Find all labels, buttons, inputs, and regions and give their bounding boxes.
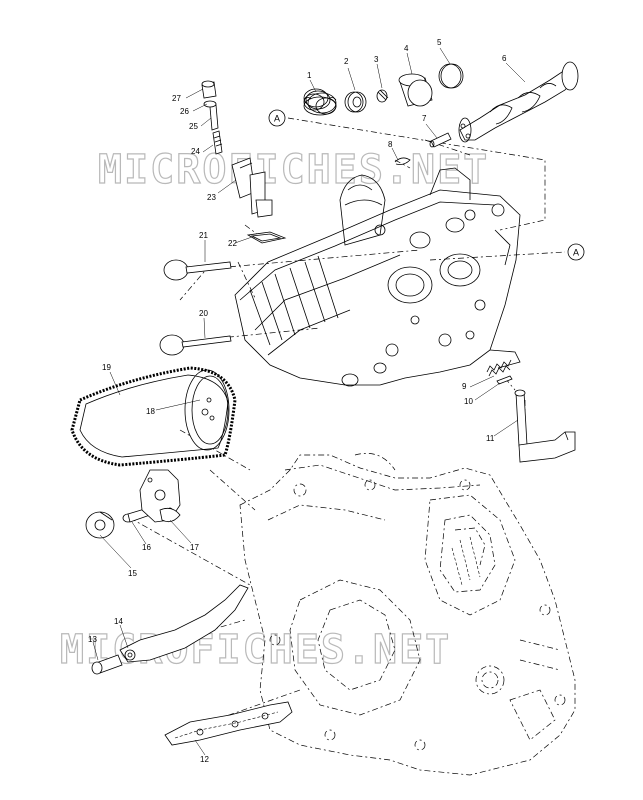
part-2-spring-retainer[interactable] bbox=[344, 91, 367, 113]
callout-21: 21 bbox=[199, 231, 208, 240]
part-26-washer[interactable] bbox=[203, 100, 217, 108]
part-1-valve-spring[interactable] bbox=[303, 88, 337, 116]
part-18-cam-sprocket[interactable] bbox=[184, 369, 230, 451]
callout-1: 1 bbox=[307, 71, 312, 80]
callout-5: 5 bbox=[437, 38, 442, 47]
part-20-valve[interactable] bbox=[159, 334, 232, 356]
cylinder-head[interactable] bbox=[234, 167, 521, 387]
part-11-lever-shaft[interactable] bbox=[514, 389, 576, 463]
part-10-pin[interactable] bbox=[496, 375, 513, 385]
crankcase[interactable] bbox=[239, 452, 576, 776]
callout-7: 7 bbox=[422, 114, 427, 123]
reference-mark-right: A bbox=[567, 243, 585, 261]
part-4-valve-lifter[interactable] bbox=[398, 73, 433, 107]
callout-18: 18 bbox=[146, 407, 155, 416]
callout-4: 4 bbox=[404, 44, 409, 53]
part-21-valve[interactable] bbox=[163, 259, 232, 281]
part-14-tensioner-guide[interactable] bbox=[119, 584, 249, 663]
part-22-gasket[interactable] bbox=[246, 231, 287, 244]
callout-3: 3 bbox=[374, 55, 379, 64]
part-12-chain-guide[interactable] bbox=[164, 701, 293, 746]
callout-13: 13 bbox=[88, 635, 97, 644]
part-17-sprocket-plate[interactable] bbox=[139, 469, 181, 523]
callout-27: 27 bbox=[172, 94, 181, 103]
part-19-timing-chain[interactable] bbox=[70, 366, 237, 467]
callout-2: 2 bbox=[344, 57, 349, 66]
part-3-valve-cotter[interactable] bbox=[376, 89, 389, 103]
leader-lines bbox=[92, 47, 526, 756]
callout-9: 9 bbox=[462, 382, 467, 391]
callout-12: 12 bbox=[200, 755, 209, 764]
part-25-rod[interactable] bbox=[209, 104, 219, 131]
callout-24: 24 bbox=[191, 147, 200, 156]
callout-20: 20 bbox=[199, 309, 208, 318]
part-7-dowel-pin[interactable] bbox=[429, 132, 452, 148]
part-5-adjusting-shim[interactable] bbox=[438, 63, 464, 89]
callout-14: 14 bbox=[114, 617, 123, 626]
callout-15: 15 bbox=[128, 569, 137, 578]
part-15-washer[interactable] bbox=[85, 511, 115, 539]
callout-numbers: 1 2 3 4 5 6 7 8 9 10 11 12 13 14 15 16 1… bbox=[88, 38, 507, 764]
callout-11: 11 bbox=[486, 434, 495, 443]
watermark-top: MICROFICHES.NET bbox=[98, 147, 489, 193]
callout-19: 19 bbox=[102, 363, 111, 372]
callout-23: 23 bbox=[207, 193, 216, 202]
reference-mark-left: A bbox=[268, 109, 286, 127]
part-8-clip[interactable] bbox=[394, 157, 411, 165]
callout-26: 26 bbox=[180, 107, 189, 116]
callout-17: 17 bbox=[190, 543, 199, 552]
part-6-camshaft[interactable] bbox=[458, 61, 579, 143]
svg-text:A: A bbox=[573, 248, 579, 258]
callout-10: 10 bbox=[464, 397, 473, 406]
callout-8: 8 bbox=[388, 140, 393, 149]
part-9-spring[interactable] bbox=[486, 359, 512, 377]
part-24-bolt[interactable] bbox=[212, 130, 223, 155]
callout-6: 6 bbox=[502, 54, 507, 63]
part-27-cap-bolt[interactable] bbox=[201, 80, 217, 99]
svg-text:A: A bbox=[274, 114, 280, 124]
callout-16: 16 bbox=[142, 543, 151, 552]
part-23-tensioner[interactable] bbox=[231, 157, 273, 218]
callout-25: 25 bbox=[189, 122, 198, 131]
part-13-bolt[interactable] bbox=[91, 654, 123, 675]
callout-22: 22 bbox=[228, 239, 237, 248]
